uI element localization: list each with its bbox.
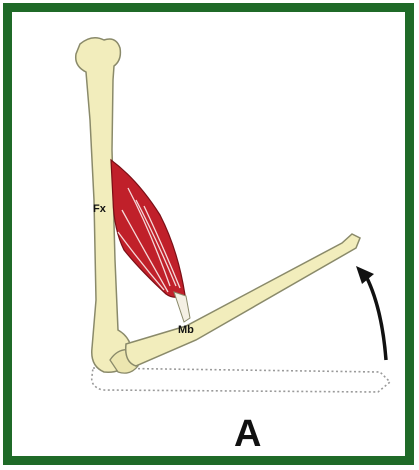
moving-point-label: Mb [178,324,194,336]
fixed-point-label: Fx [93,203,107,215]
forearm-resting-outline [92,368,390,392]
panel-label: A [234,413,261,455]
arrow-head [356,266,374,284]
biceps-tendon [174,292,190,322]
curved-arrow-up-icon [366,276,386,360]
